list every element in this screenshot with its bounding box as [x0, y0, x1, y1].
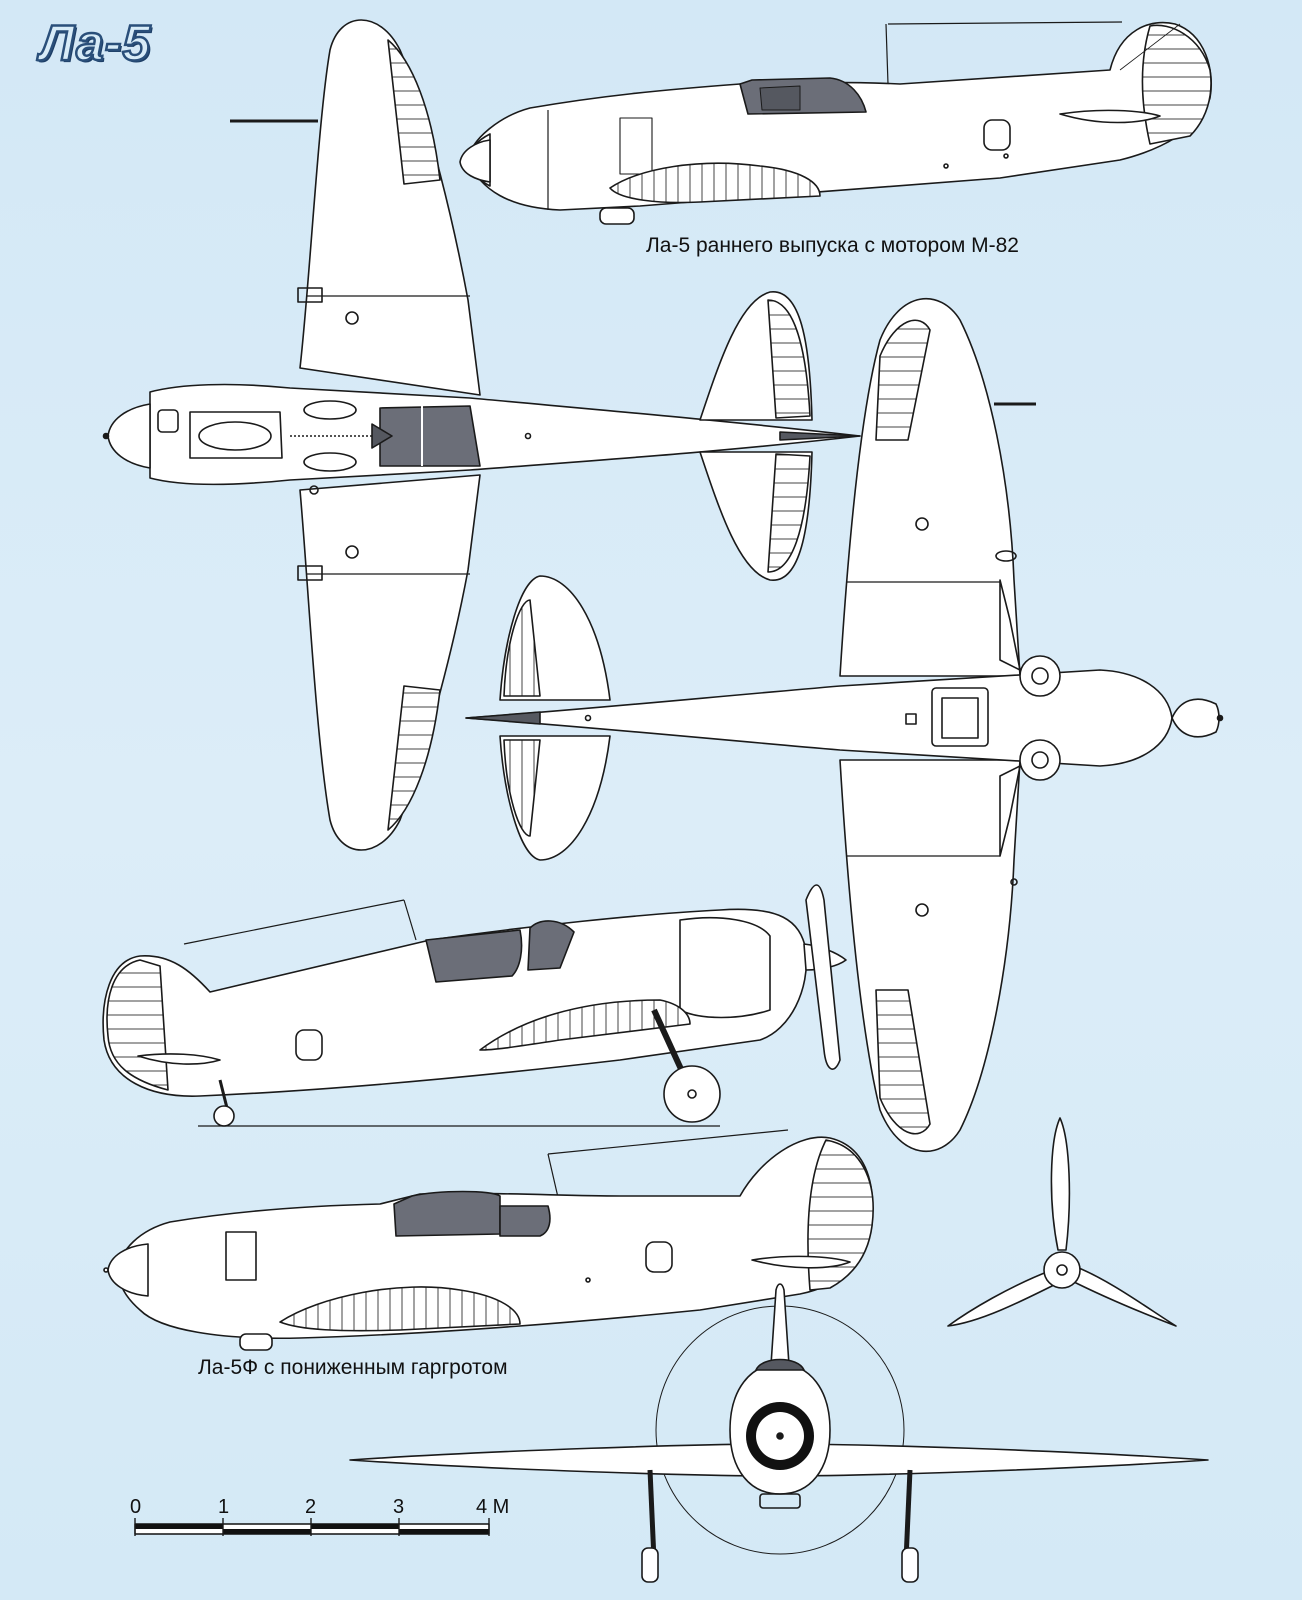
propeller-front [947, 1117, 1177, 1327]
side-view-gear-down [102, 884, 847, 1127]
scale-bar [134, 1518, 490, 1536]
scale-label-3: 3 [393, 1496, 405, 1518]
scale-label-1: 1 [218, 1496, 230, 1518]
caption-early-production: Ла-5 раннего выпуска с мотором М-82 [646, 234, 1019, 257]
bottom-view [465, 297, 1224, 1153]
scale-label-2: 2 [305, 1496, 317, 1518]
top-view [102, 19, 861, 851]
side-view-early [459, 21, 1212, 225]
caption-la5f: Ла-5Ф с пониженным гаргротом [198, 1356, 508, 1379]
front-view [349, 1283, 1209, 1583]
page-title: Ла-5 [39, 14, 152, 73]
scale-label-0: 0 [130, 1496, 142, 1518]
scale-label-4m: 4 М [476, 1496, 510, 1518]
side-view-la5f [103, 1129, 874, 1351]
